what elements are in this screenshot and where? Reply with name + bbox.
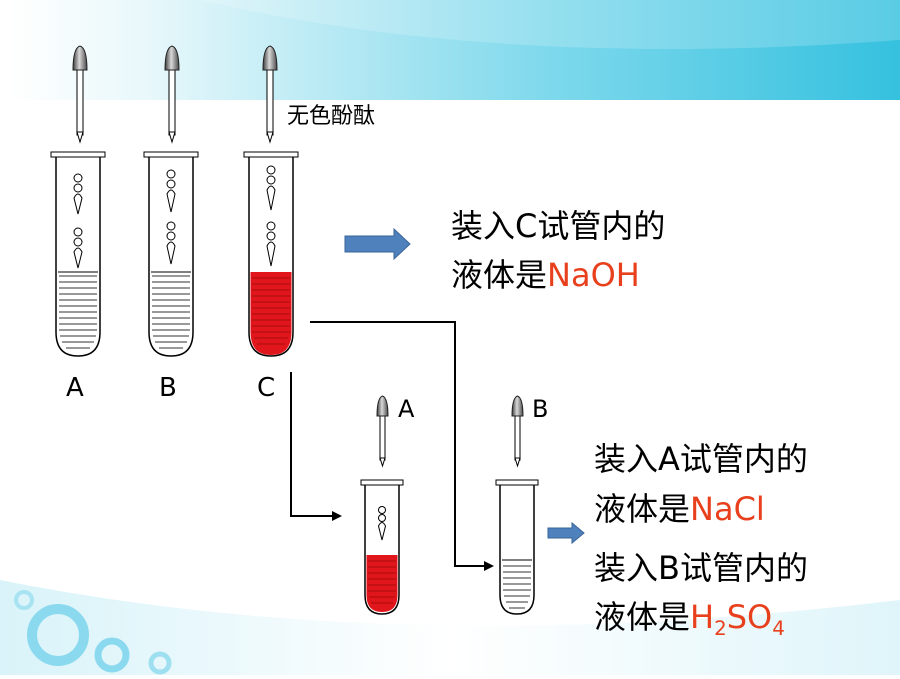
small-dropper-b [511,395,524,468]
small-dropper-label-b: B [532,395,549,423]
tube-label-b: B [159,373,177,403]
result-b-answer: H2SO4 [690,598,785,640]
arrowhead-icon [332,511,342,521]
test-tube-c [243,151,299,357]
small-dropper-a [376,395,389,468]
formula-h: H [690,598,715,636]
tube-label-a: A [66,373,84,403]
bottom-decoration [0,580,900,675]
arrowhead-icon [484,561,494,571]
result-a-line1: 装入A试管内的 [594,440,808,478]
result-b-prefix: 液体是 [594,598,691,636]
test-tube-b [143,151,199,357]
test-tube-a [50,151,106,357]
formula-h-subscript: 2 [714,616,727,640]
small-test-tube-clear [495,479,539,615]
result-a-prefix: 液体是 [594,490,691,528]
result-c-line1: 装入C试管内的 [451,207,666,245]
dropper-label: 无色酚酞 [287,104,376,129]
dropper-b [164,45,180,144]
result-b-line1: 装入B试管内的 [594,549,808,587]
arrow-right-icon [547,521,585,545]
formula-so-subscript: 4 [772,616,785,640]
result-c-answer: NaOH [547,256,640,294]
arrow-right-icon [344,227,411,261]
dropper-c [262,45,278,144]
result-c-prefix: 液体是 [451,256,548,294]
formula-so: SO [726,598,773,636]
small-test-tube-red [360,479,404,615]
dropper-a [72,45,88,144]
result-a-answer: NaCl [690,490,765,528]
tube-label-c: C [257,373,276,403]
result-b-line2: 液体是H2SO4 [594,598,785,648]
result-c-line2: 液体是NaOH [451,256,640,294]
small-dropper-label-a: A [398,395,415,423]
connector-lines [290,321,486,567]
result-a-line2: 液体是NaCl [594,490,765,528]
top-banner [10,0,900,110]
